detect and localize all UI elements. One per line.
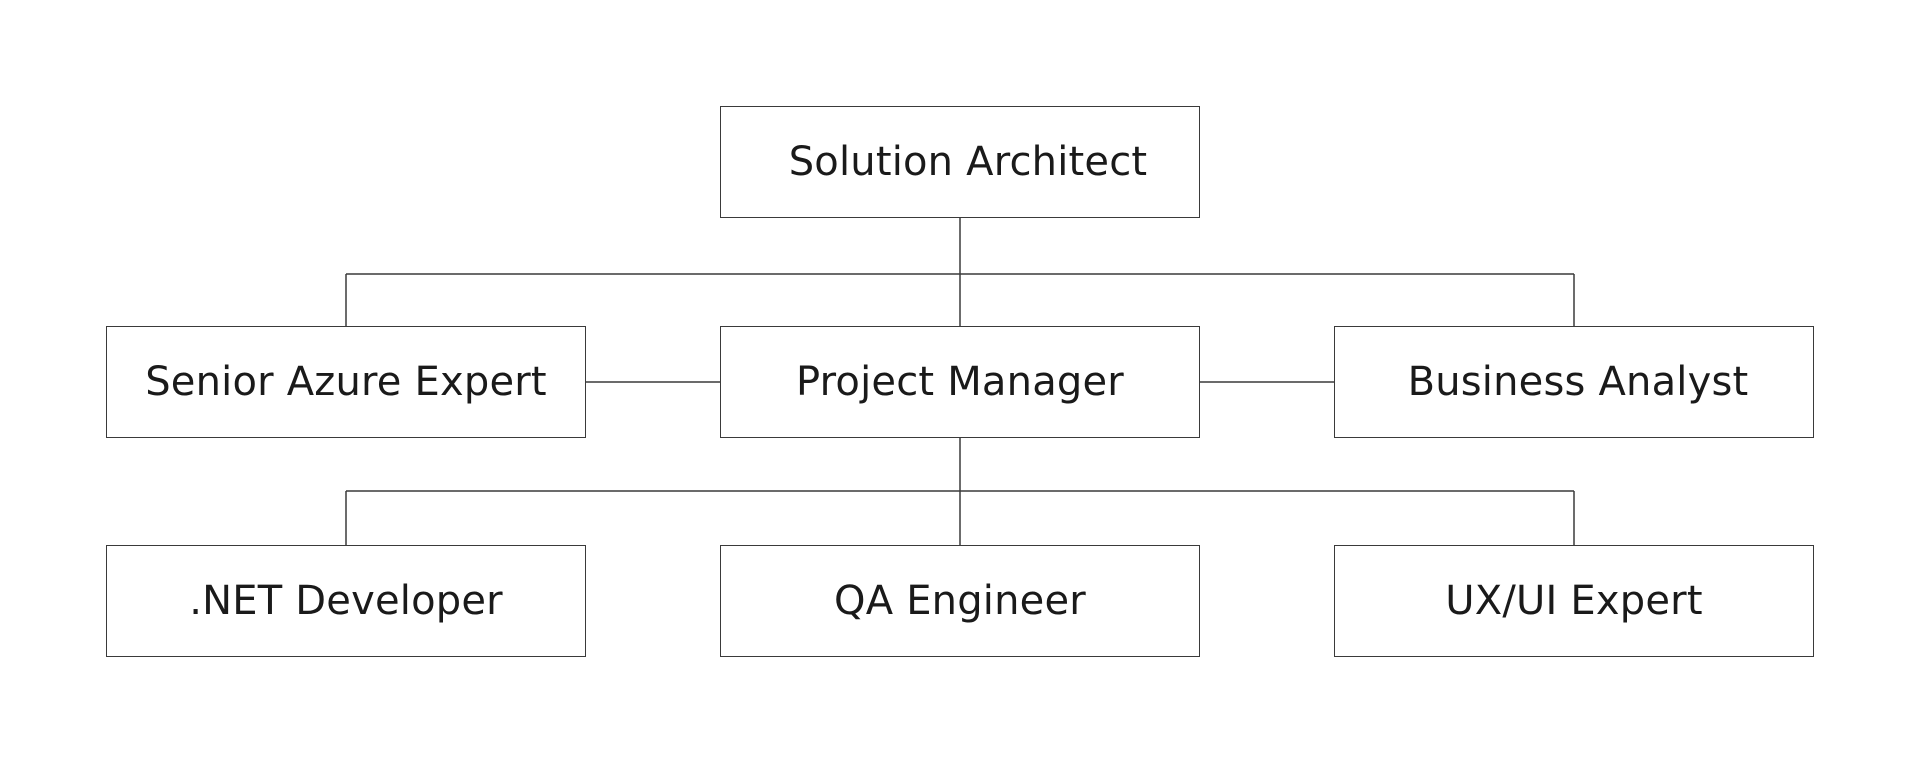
node-label: Project Manager [796,359,1124,405]
node-solution-architect: Solution Architect [720,106,1200,218]
node-label: Senior Azure Expert [145,359,547,405]
node-qa-engineer: QA Engineer [720,545,1200,657]
node-business-analyst: Business Analyst [1334,326,1814,438]
node-senior-azure-expert: Senior Azure Expert [106,326,586,438]
node-label: Business Analyst [1407,359,1749,405]
node-label: .NET Developer [189,578,503,624]
node-label: QA Engineer [834,578,1086,624]
node-net-developer: .NET Developer [106,545,586,657]
node-ux-ui-expert: UX/UI Expert [1334,545,1814,657]
node-label: Solution Architect [788,139,1148,185]
node-project-manager: Project Manager [720,326,1200,438]
node-label: UX/UI Expert [1445,578,1703,624]
